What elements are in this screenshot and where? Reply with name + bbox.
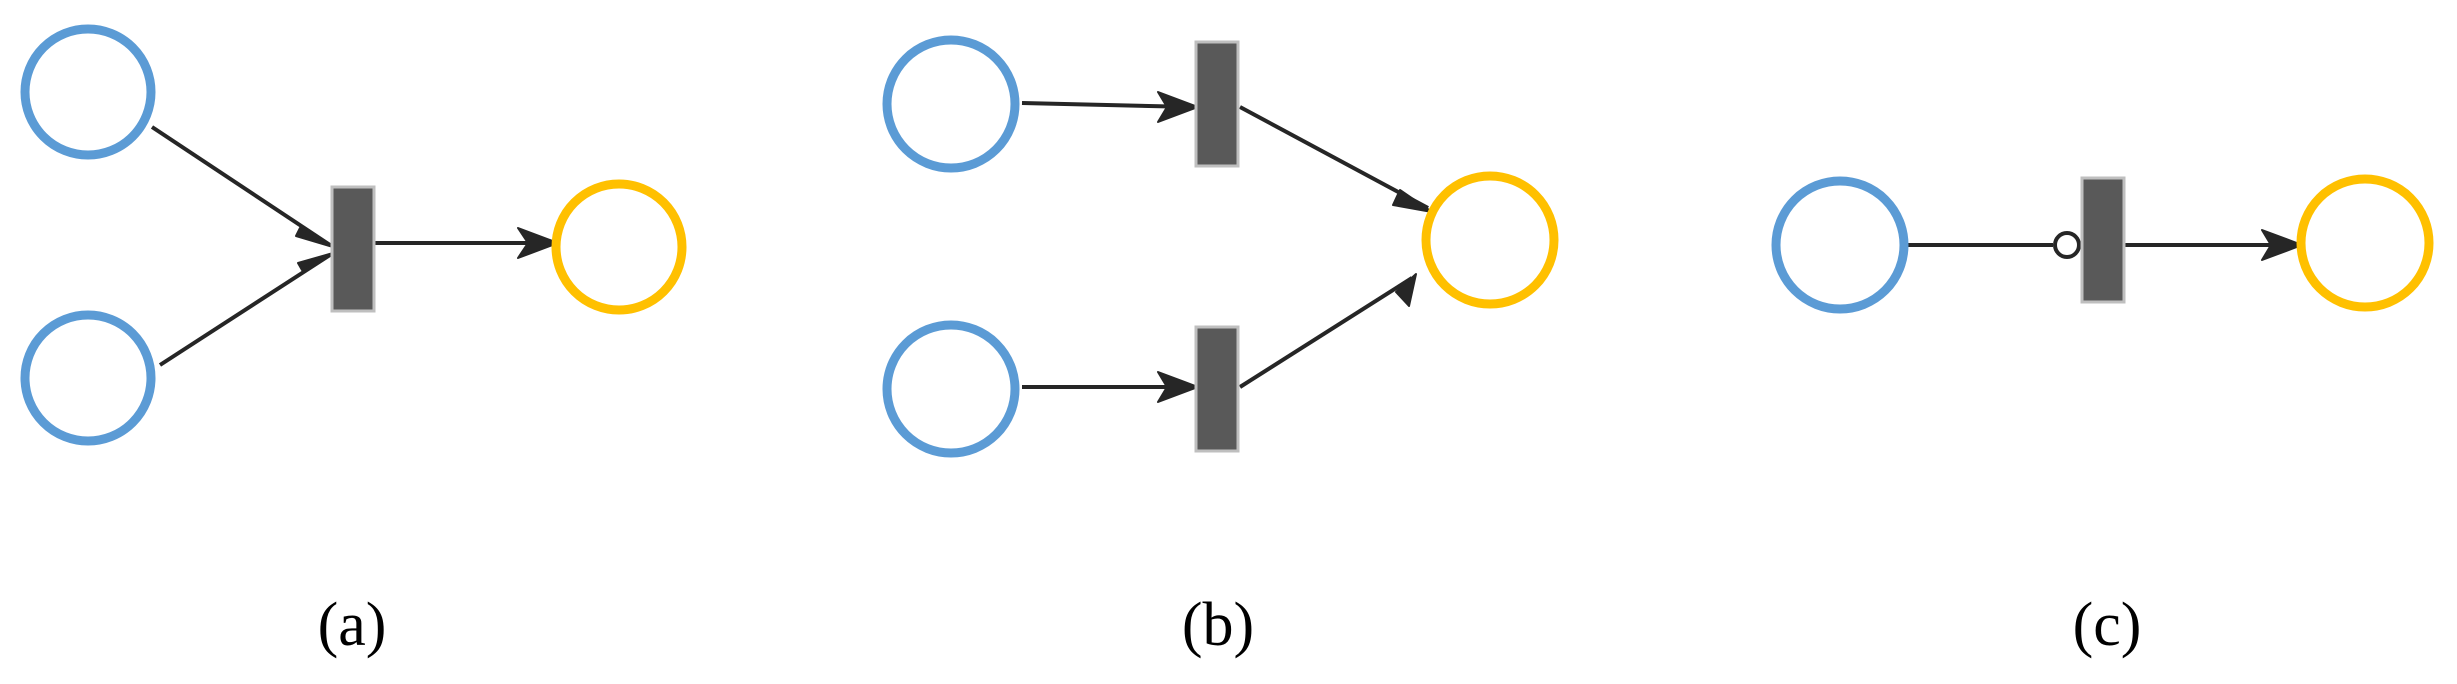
arrowhead-a-3 — [517, 227, 559, 259]
panel-c: (c) — [1771, 174, 2434, 659]
transition-c — [2080, 176, 2126, 304]
arrowhead-b-4 — [1395, 273, 1417, 307]
arc-b-input1-to-transition1 — [1021, 101, 1195, 109]
caption-c: (c) — [2073, 591, 2142, 659]
transition-a — [330, 185, 376, 313]
arrowhead-b-1 — [1157, 91, 1199, 123]
place-c-input — [1771, 176, 1909, 314]
arc-a-input1-to-transition — [150, 125, 332, 247]
transition-b-1 — [1194, 40, 1240, 168]
place-c-output — [2296, 174, 2434, 312]
caption-a: (a) — [318, 591, 387, 659]
place-b-output — [1421, 171, 1559, 309]
place-a-output — [551, 179, 687, 315]
place-b-input-1 — [882, 35, 1020, 173]
arrowhead-c-1 — [2261, 229, 2303, 261]
caption-b: (b) — [1182, 591, 1254, 659]
panel-b: (b) — [882, 35, 1559, 659]
arc-b-transition1-to-output — [1239, 105, 1429, 210]
arrowhead-a-1 — [295, 227, 334, 248]
place-b-input-2 — [882, 320, 1020, 458]
arc-b-transition2-to-output — [1238, 276, 1414, 389]
transition-b-2 — [1194, 325, 1240, 453]
arrowhead-b-3 — [1392, 189, 1433, 213]
arc-a-input2-to-transition — [158, 253, 332, 367]
panel-a: (a) — [20, 24, 687, 659]
place-a-input-1 — [20, 24, 156, 160]
arrowhead-b-2 — [1157, 371, 1199, 403]
place-a-input-2 — [20, 310, 156, 446]
arrowhead-a-2 — [297, 252, 334, 271]
inhibitor-circle — [2053, 231, 2081, 259]
